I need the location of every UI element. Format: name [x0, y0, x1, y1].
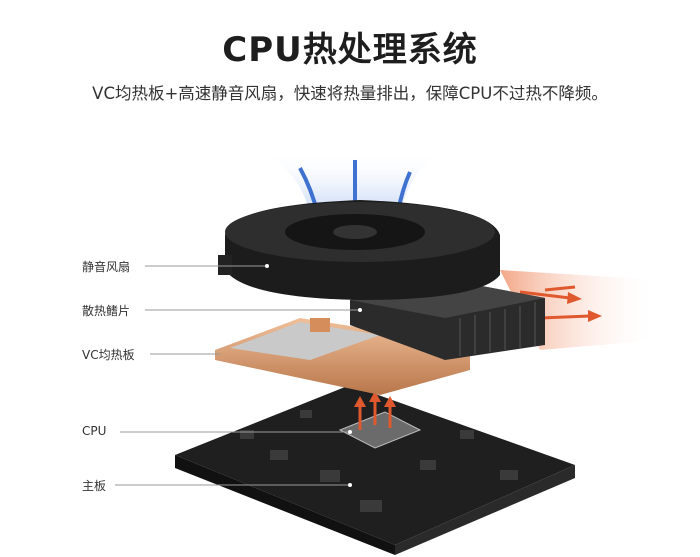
cpu-chip	[338, 411, 422, 449]
label-fan: 静音风扇	[82, 260, 131, 274]
heatsink-fins-graphic	[350, 280, 545, 360]
page-title: CPU热处理系统	[222, 30, 478, 70]
label-cpu: CPU	[82, 424, 107, 438]
page-subtitle: VC均热板+高速静音风扇，快速将热量排出，保障CPU不过热不降频。	[92, 84, 608, 103]
label-fins: 散热鳍片	[82, 304, 131, 318]
label-motherboard: 主板	[82, 479, 107, 493]
cpu-heat-arrows	[354, 391, 396, 430]
leader-lines	[115, 265, 360, 486]
fan-graphic	[218, 200, 500, 300]
label-vc-plate: VC均热板	[82, 348, 135, 362]
motherboard-graphic	[175, 385, 575, 555]
